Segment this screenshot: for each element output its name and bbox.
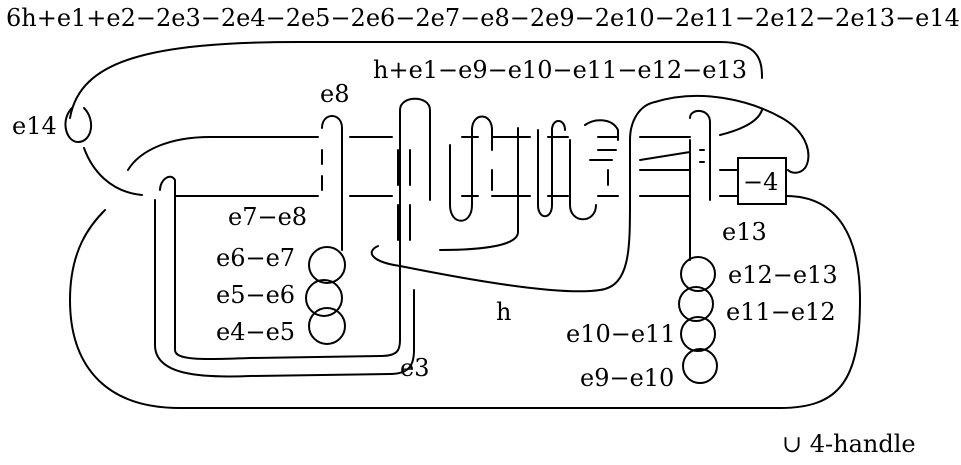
label-e13: e13	[722, 218, 767, 246]
label-e10-e11: e10−e11	[566, 320, 676, 348]
framing-label-top: 6h+e1+e2−2e3−2e4−2e5−2e6−2e7−e8−2e9−2e10…	[6, 4, 960, 32]
band-mid-b	[640, 152, 690, 160]
right-vert-e13	[690, 111, 710, 200]
finger-1	[450, 117, 492, 221]
four-handle-label: ∪ 4-handle	[782, 430, 916, 458]
band-upper-1	[128, 137, 318, 170]
label-e3: e3	[400, 354, 429, 382]
label-e9-e10: e9−e10	[580, 364, 674, 392]
loop-e6-e7	[309, 247, 345, 283]
label-e4-e5: e4−e5	[216, 318, 295, 346]
label-e8: e8	[320, 80, 349, 108]
e8-hook	[322, 116, 342, 250]
finger-3	[538, 121, 565, 216]
loop-e11-e12	[679, 287, 713, 321]
loop-e4-e5	[309, 308, 345, 344]
finger-2	[440, 128, 518, 250]
label-e11-e12: e11−e12	[726, 298, 836, 326]
finger-5b	[590, 150, 616, 160]
label-e6-e7: e6−e7	[216, 244, 295, 272]
label-e14: e14	[12, 112, 57, 140]
label-h: h	[496, 298, 511, 326]
label-e7-e8: e7−e8	[228, 203, 307, 231]
label-e5-e6: e5−e6	[216, 281, 295, 309]
loop-e9-e10	[683, 349, 717, 383]
e14-loop	[65, 108, 91, 142]
right-curl-2	[720, 110, 762, 135]
label-e12-e13: e12−e13	[728, 261, 838, 289]
right-dash	[700, 150, 704, 162]
twist-box-label: −4	[743, 168, 778, 196]
framing-label-mid: h+e1−e9−e10−e11−e12−e13	[373, 56, 747, 84]
e14-lower-strand	[84, 148, 142, 195]
loop-e12-e13	[681, 257, 715, 291]
loop-e10-e11	[681, 317, 715, 351]
finger-4	[570, 140, 596, 219]
